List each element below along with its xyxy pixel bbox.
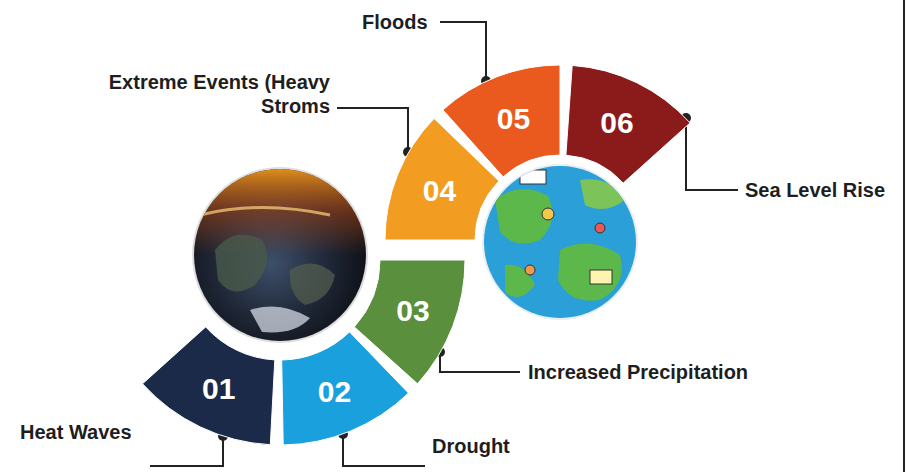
callout-number: 06 bbox=[600, 108, 633, 138]
callout-number: 04 bbox=[423, 176, 456, 206]
callout-number: 01 bbox=[202, 374, 235, 404]
ring-segment: 01Heat Waves bbox=[142, 326, 275, 445]
callout-number: 03 bbox=[396, 296, 429, 326]
segment-fill bbox=[443, 65, 560, 177]
callout-number: 02 bbox=[318, 377, 351, 407]
segment-label: Increased Precipitation bbox=[528, 360, 748, 384]
ring-segment: 06Sea Level Rise bbox=[565, 65, 691, 184]
ring-segment: 05Floods bbox=[442, 65, 560, 177]
segment-label: Extreme Events (Heavy Stroms bbox=[70, 70, 330, 118]
ring-segment: 03Increased Precipitation bbox=[354, 260, 465, 384]
segment-fill bbox=[354, 260, 465, 384]
globe-cartoon bbox=[482, 164, 638, 320]
earth-image bbox=[190, 165, 370, 343]
border-line bbox=[903, 0, 905, 472]
segment-label: Heat Waves bbox=[20, 420, 132, 444]
segment-fill bbox=[143, 327, 275, 445]
segment-label: Drought bbox=[432, 434, 510, 458]
callout-number: 05 bbox=[497, 104, 530, 134]
segment-label: Floods bbox=[362, 10, 428, 34]
segment-fill bbox=[566, 65, 690, 183]
segment-label: Sea Level Rise bbox=[745, 178, 885, 202]
